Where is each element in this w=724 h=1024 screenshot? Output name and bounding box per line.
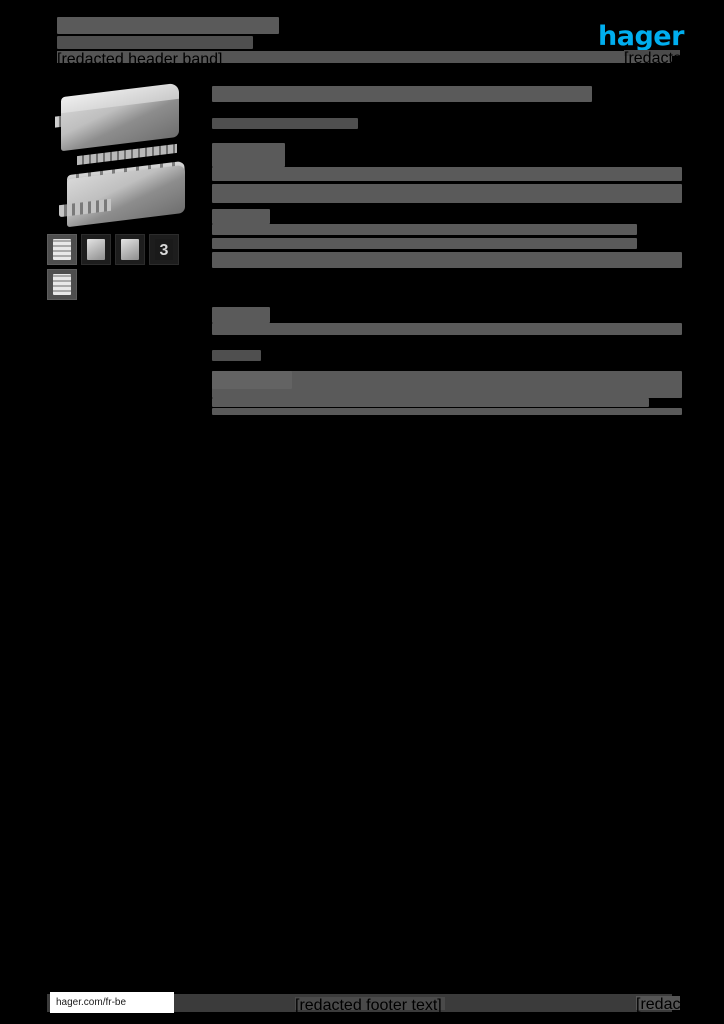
footer-website-link[interactable]: hager.com/fr-be [50,992,174,1013]
spec-group-1-value-line-2: [redacted value line] [212,184,682,203]
page-title: [redacted document title] [57,17,279,34]
breadcrumb[interactable]: [redacted breadcrumb] [57,36,253,49]
brand-tagline: [redacted tagline] [624,50,691,85]
spec-group-5-value-line-2: [redacted value line] [212,398,649,407]
spec-table: [redacted label] [redacted value line] [… [212,143,682,443]
product-hero-image[interactable] [47,82,205,228]
thumbnail-image-icon [53,239,71,260]
page-footer: [redacted footer text] [redacted] hager.… [0,980,724,1024]
spec-group-2-value-line-2: [redacted value line] [212,238,637,249]
thumbnail-row-primary: 3 [47,234,205,265]
thumbnail-item-1[interactable] [47,234,77,265]
thumbnail-strip: 3 [47,234,205,300]
footer-center-text: [redacted footer text] [295,997,445,1014]
spec-group-2-label: [redacted label] [212,209,270,224]
thumbnail-item-3[interactable] [115,234,145,265]
hager-logo[interactable]: hager [598,21,684,52]
product-media-column: 3 [47,82,205,300]
spec-group-1-label: [redacted label] [212,143,285,167]
spec-group-2: [redacted label] [redacted value line] [… [212,209,682,268]
spec-group-5-value-line-3: [redacted value line] [212,408,682,415]
page-header: [redacted document title] [redacted brea… [0,0,724,85]
thumbnail-image-icon [87,239,105,260]
thumbnail-item-4[interactable]: 3 [149,234,179,265]
spec-group-2-value-line-3: [redacted value line] [212,252,682,268]
thumbnail-image-icon [53,274,71,295]
thumbnail-item-2[interactable] [81,234,111,265]
spec-section-heading: [redacted section heading] [212,118,358,129]
spec-subsection-heading: [redacted sub-heading] [212,350,261,361]
spec-group-2-value-line-1: [redacted value line] [212,224,637,235]
thumbnail-numeral-icon: 3 [155,239,173,260]
spec-group-1: [redacted label] [redacted value line] [… [212,143,682,203]
thumbnail-image-icon [121,239,139,260]
spec-group-3-value-line-1: [redacted value line] [212,323,682,335]
spec-group-5-label: [redacted label] [212,371,292,389]
footer-page-number: [redacted] [636,996,708,1013]
spec-group-1-value-line-1: [redacted value line] [212,167,682,181]
spec-group-3-label: [redacted label] [212,307,270,323]
thumbnail-row-secondary [47,269,205,300]
product-spec-column: [redacted product title] [redacted secti… [212,86,682,443]
product-title: [redacted product title] [212,86,592,102]
thumbnail-item-5[interactable] [47,269,77,300]
header-divider-band: [redacted header band] [57,51,672,68]
spec-group-3: [redacted label] [redacted value line] [212,307,682,339]
spec-group-5: [redacted value line] [redacted label] [… [212,371,682,415]
